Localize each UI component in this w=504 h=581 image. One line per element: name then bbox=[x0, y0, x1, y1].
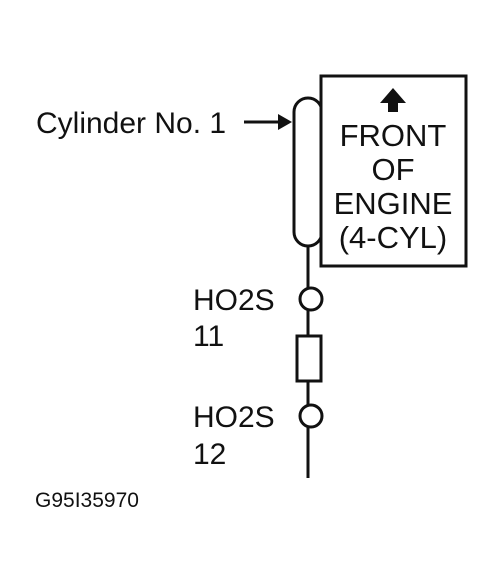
cylinder-manifold-shape bbox=[292, 96, 324, 248]
cylinder-arrow-icon bbox=[244, 114, 292, 130]
ho2s-11-name: HO2S bbox=[193, 284, 275, 317]
ho2s-12-sensor-icon bbox=[298, 403, 324, 429]
front-box-line-3: ENGINE bbox=[334, 186, 453, 221]
figure-id: G95I35970 bbox=[35, 489, 139, 512]
arrow-up-icon bbox=[380, 88, 406, 112]
front-box-line-1: FRONT bbox=[340, 118, 447, 153]
front-box-line-2: OF bbox=[371, 152, 414, 187]
catalytic-converter-shape bbox=[295, 334, 323, 383]
front-box-line-4: (4-CYL) bbox=[339, 220, 448, 255]
ho2s-11-sensor-icon bbox=[298, 286, 324, 312]
ho2s-11-number: 11 bbox=[193, 320, 224, 353]
cylinder-label: Cylinder No. 1 bbox=[36, 107, 226, 140]
ho2s-12-name: HO2S bbox=[193, 401, 275, 434]
ho2s-12-number: 12 bbox=[193, 438, 226, 471]
